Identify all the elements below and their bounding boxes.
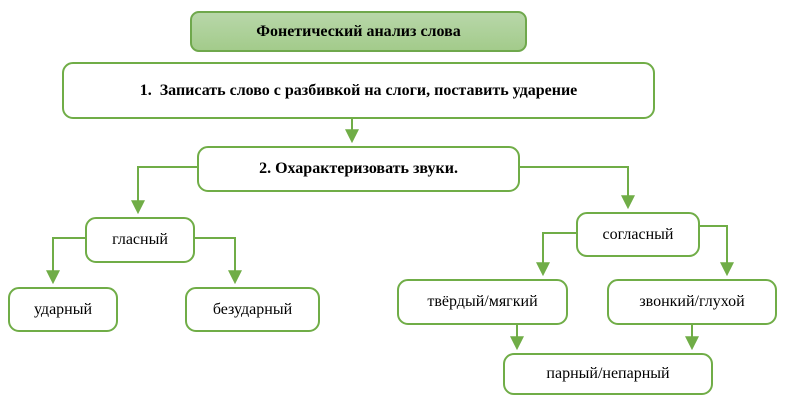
connector-consonant-hard-soft: [536, 232, 576, 277]
node-vowel: гласный: [85, 217, 195, 263]
node-step2: 2. Охарактеризовать звуки.: [197, 146, 520, 192]
node-consonant: согласный: [576, 212, 700, 257]
connector-step2-consonant: [520, 166, 635, 210]
node-voiced-voiceless: звонкий/глухой: [607, 279, 777, 325]
node-title: Фонетический анализ слова: [190, 11, 527, 52]
node-unstressed: безударный: [185, 287, 320, 332]
connector-step2-vowel: [131, 166, 197, 215]
node-step1: 1. Записать слово с разбивкой на слоги, …: [62, 62, 655, 119]
node-stressed: ударный: [8, 287, 118, 332]
connector-vowel-unstressed: [195, 237, 242, 285]
connector-consonant-voiced-voiceless: [700, 225, 734, 277]
node-hard-soft: твёрдый/мягкий: [397, 279, 568, 325]
node-paired-unpaired: парный/непарный: [503, 353, 713, 395]
connector-vowel-stressed: [46, 237, 85, 285]
